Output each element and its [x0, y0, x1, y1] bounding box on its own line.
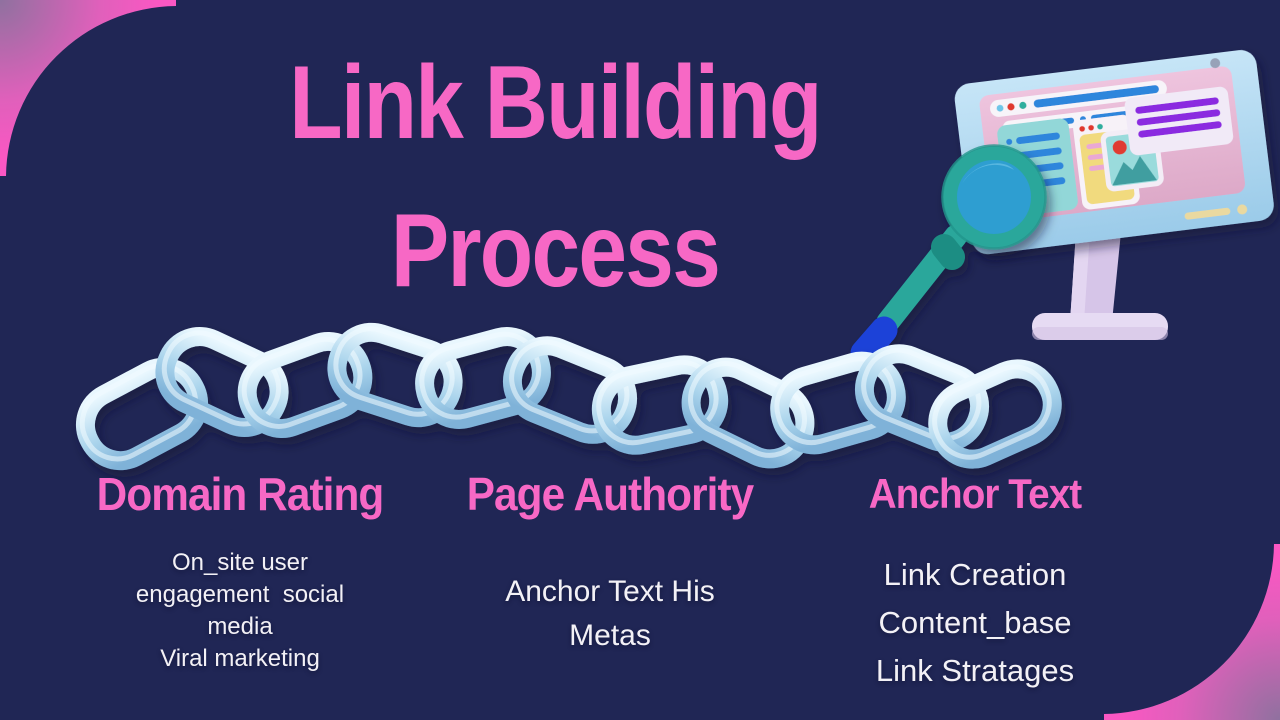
page-title-line1: Link Building: [289, 45, 822, 161]
detail-line: Anchor Text His: [505, 575, 715, 608]
chain-illustration: [70, 320, 1063, 474]
page-authority-details: Anchor Text His Metas: [420, 570, 800, 658]
sun-dot: [1112, 140, 1127, 155]
screw-dot: [1210, 58, 1221, 69]
detail-line: Metas: [569, 619, 651, 652]
detail-line: Content_base: [878, 605, 1072, 640]
domain-rating-details: On_site user engagement social media Vir…: [55, 547, 425, 675]
page-title-line2: Process: [390, 192, 721, 309]
detail-line: Link Creation: [883, 557, 1067, 592]
detail-line: engagement social: [135, 581, 345, 608]
mountains-glyph: [1112, 156, 1157, 186]
detail-line: Link Stratages: [875, 653, 1075, 688]
heading-page-authority: Page Authority: [466, 468, 754, 520]
text-card: [1124, 86, 1234, 156]
chin-pill: [1184, 207, 1231, 220]
detail-line: Viral marketing: [160, 645, 320, 672]
heading-domain-rating: Domain Rating: [96, 468, 385, 520]
detail-line: media: [207, 613, 273, 640]
monitor-stand: [1032, 232, 1168, 340]
heading-anchor-text: Anchor Text: [868, 470, 1082, 517]
chin-dot: [1237, 204, 1248, 215]
corner-bottom-right-decoration: [1104, 544, 1280, 720]
magnifying-glass-icon: [850, 144, 1047, 367]
detail-line: On_site user: [171, 549, 309, 576]
anchor-text-details: Link Creation Content_base Link Stratage…: [800, 551, 1150, 695]
page-title: Link Building Process: [160, 30, 950, 325]
corner-top-left-decoration: [0, 0, 176, 176]
